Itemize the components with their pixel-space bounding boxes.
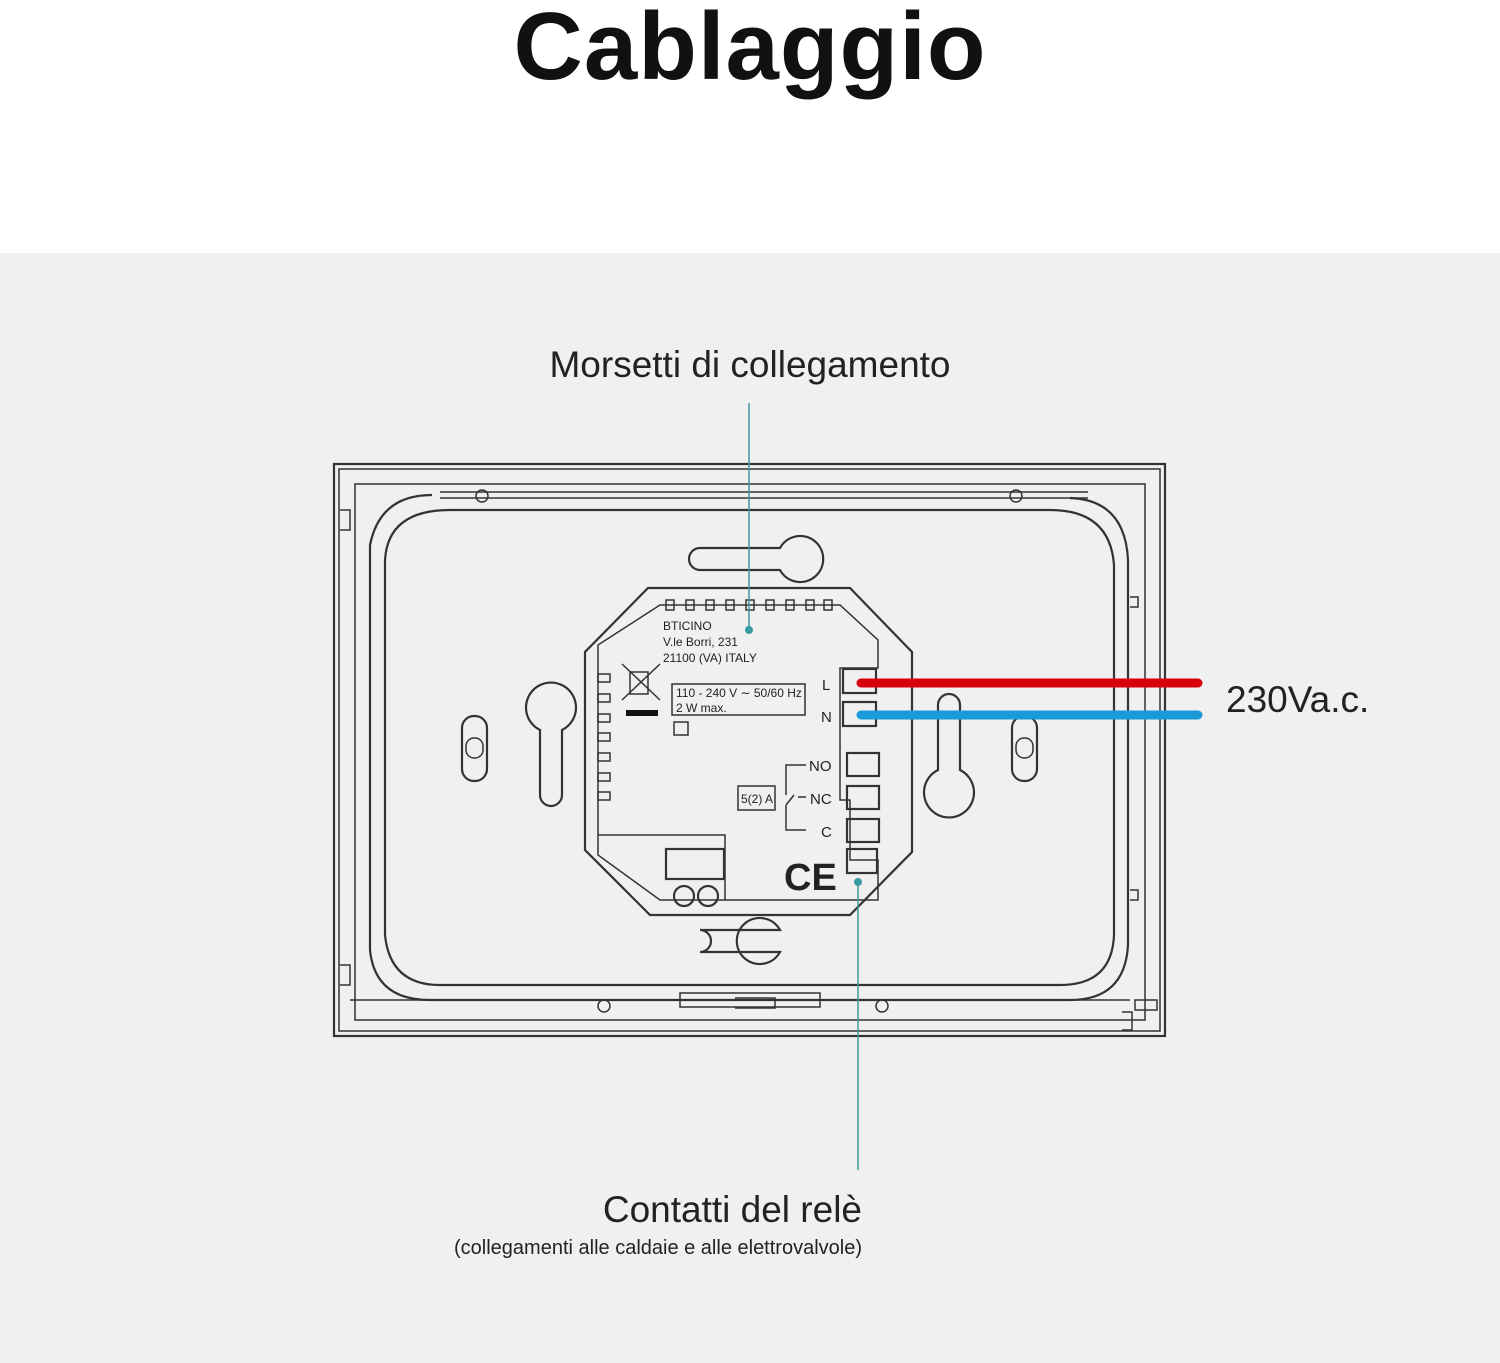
side-vents (597, 673, 611, 801)
address-line-2: 21100 (VA) ITALY (663, 651, 757, 665)
top-vents (665, 599, 833, 611)
maker-label: BTICINO (663, 619, 712, 633)
double-insulation-icon (673, 721, 689, 736)
connector-port (664, 847, 726, 881)
power-rating-box (671, 683, 806, 716)
terminal-label-NC: NC (810, 791, 832, 808)
terminal-label-C: C (821, 824, 832, 841)
diagram-background (0, 253, 1500, 1363)
address-line-1: V.le Borri, 231 (663, 635, 738, 649)
terminal-label-NO: NO (809, 758, 832, 775)
terminal-label-L: L (822, 677, 830, 694)
terminal-NO (845, 751, 881, 778)
terminal-C (845, 817, 881, 844)
weee-bin-icon (621, 663, 661, 716)
relay-rating: 5(2) A (741, 792, 773, 806)
power-rating-line-2: 2 W max. (676, 701, 727, 715)
page-title: Cablaggio (513, 0, 987, 100)
voltage-callout: 230Va.c. (1226, 679, 1369, 720)
power-rating-line-1: 110 - 240 V ∼ 50/60 Hz (676, 686, 802, 700)
relay-callout-title: Contatti del relè (603, 1189, 862, 1230)
relay-rating-box (737, 785, 776, 811)
terminal-module: BTICINO V.le Borri, 231 21100 (VA) ITALY… (583, 586, 914, 917)
terminals-callout: Morsetti di collegamento (549, 344, 950, 385)
terminal-NC (845, 784, 881, 811)
relay-symbol (785, 764, 806, 831)
thermostat-back-plate (332, 462, 1167, 1038)
terminal-label-N: N (821, 709, 832, 726)
ce-mark: CE (784, 857, 837, 899)
relay-callout-subtitle: (collegamenti alle caldaie e alle elettr… (454, 1237, 862, 1259)
terminal-spare (845, 847, 879, 875)
